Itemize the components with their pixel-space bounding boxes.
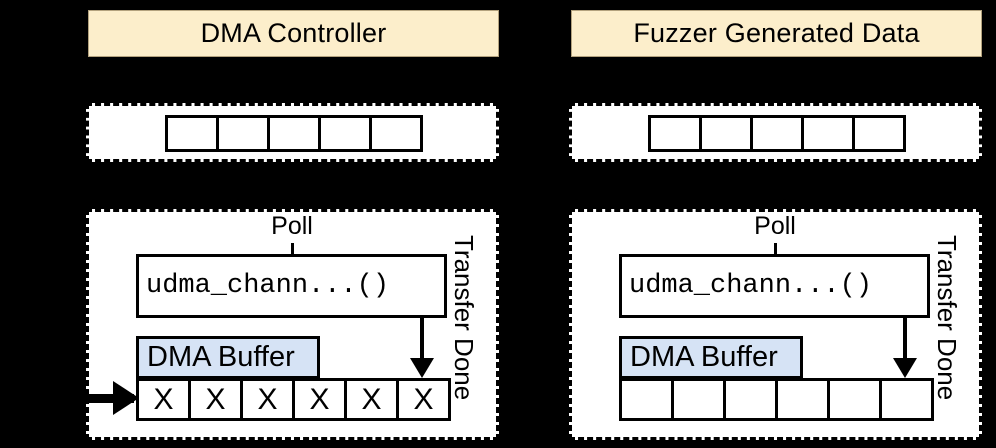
queue-cell xyxy=(801,115,855,152)
queue-cell xyxy=(318,115,372,152)
dma-buffer-tag-fuzzer-generated-data: DMA Buffer xyxy=(619,336,803,379)
input-arrow-head-dma-controller xyxy=(113,381,139,415)
buffer-cells-dma-controller: X X X X X X xyxy=(136,378,451,421)
transfer-done-label-fuzzer-generated-data: Transfer Done xyxy=(932,235,962,401)
buffer-cell xyxy=(827,378,882,421)
queue-cell xyxy=(216,115,270,152)
panel-header-dma-controller: DMA Controller xyxy=(88,10,499,57)
panel-header-fuzzer-generated-data: Fuzzer Generated Data xyxy=(571,10,982,57)
buffer-cell xyxy=(671,378,726,421)
queue-cells-dma-controller xyxy=(165,115,423,152)
poll-label-dma-controller: Poll xyxy=(271,212,313,240)
queue-cell xyxy=(852,115,906,152)
queue-cell xyxy=(267,115,321,152)
buffer-cell xyxy=(879,378,934,421)
func-box-dma-controller: udma_chann...() xyxy=(136,254,447,318)
queue-cells-fuzzer-generated-data xyxy=(648,115,906,152)
buffer-cell: X xyxy=(136,378,191,421)
queue-cell xyxy=(648,115,702,152)
buffer-cell: X xyxy=(344,378,399,421)
queue-cell xyxy=(165,115,219,152)
buffer-cells-fuzzer-generated-data xyxy=(619,378,934,421)
queue-cell xyxy=(750,115,804,152)
transfer-arrow-shaft-fuzzer-generated-data xyxy=(903,318,907,362)
dma-buffer-tag-dma-controller: DMA Buffer xyxy=(136,336,320,379)
buffer-cell xyxy=(619,378,674,421)
transfer-arrow-head-fuzzer-generated-data xyxy=(893,358,917,378)
buffer-cell xyxy=(723,378,778,421)
queue-cell xyxy=(699,115,753,152)
queue-panel-dma-controller xyxy=(86,103,499,162)
poll-connector-dma-controller xyxy=(291,243,294,256)
buffer-cell: X xyxy=(396,378,451,421)
buffer-cell xyxy=(775,378,830,421)
transfer-arrow-shaft-dma-controller xyxy=(420,318,424,362)
transfer-done-label-dma-controller: Transfer Done xyxy=(449,235,479,401)
buffer-cell: X xyxy=(188,378,243,421)
queue-cell xyxy=(369,115,423,152)
buffer-cell: X xyxy=(240,378,295,421)
transfer-arrow-head-dma-controller xyxy=(410,358,434,378)
buffer-cell: X xyxy=(292,378,347,421)
func-box-fuzzer-generated-data: udma_chann...() xyxy=(619,254,930,318)
poll-connector-fuzzer-generated-data xyxy=(774,243,777,256)
input-arrow-shaft-dma-controller xyxy=(86,394,134,403)
poll-label-fuzzer-generated-data: Poll xyxy=(754,212,796,240)
